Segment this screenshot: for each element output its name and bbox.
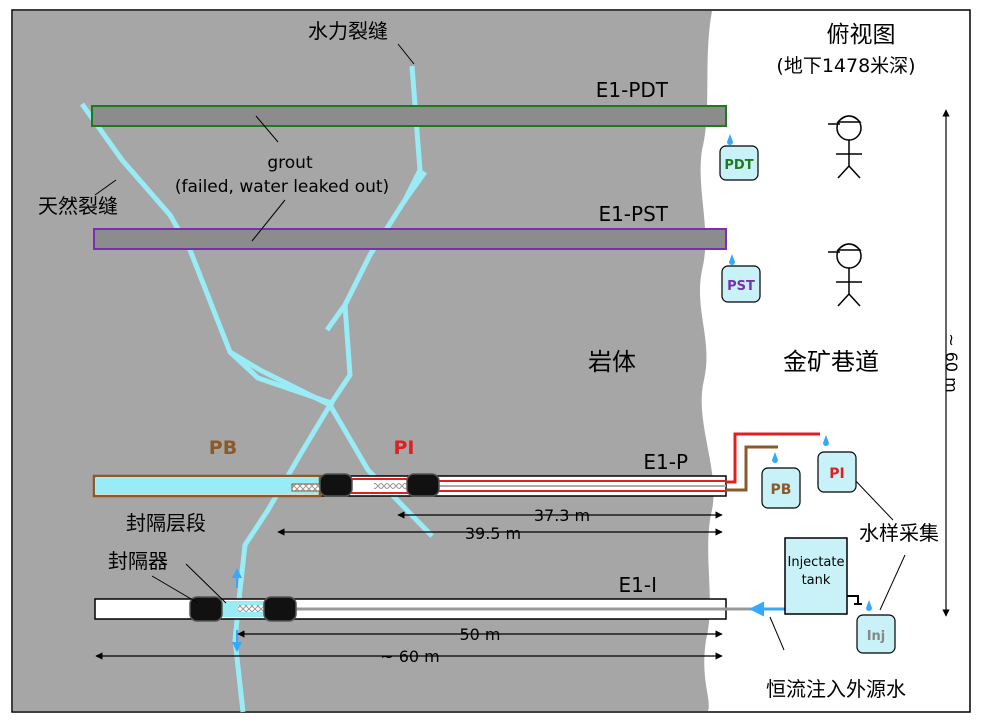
dim-60m-vertical: ~ 60 m	[942, 333, 961, 393]
interval-leader	[185, 563, 227, 604]
packer-leader	[151, 575, 199, 604]
borehole-label-pdt: E1-PDT	[596, 78, 669, 102]
dim-50m: 50 m	[459, 625, 500, 644]
sampling-leader-pi	[851, 476, 894, 521]
pi-screen	[374, 483, 406, 489]
pi-tubing	[726, 432, 820, 484]
grout-leader-top	[255, 115, 279, 143]
bottle-pst	[721, 254, 761, 303]
bottle-inj	[856, 600, 896, 654]
sampling-label: 水样采集	[859, 521, 939, 545]
bottle-label-pb: PB	[771, 482, 792, 498]
bottle-pdt	[719, 134, 759, 181]
hydraulic-fracture	[232, 65, 428, 713]
tank-label-line1: Injectate	[788, 555, 845, 570]
injection-screen	[238, 605, 266, 612]
borehole-e1-pst	[93, 228, 727, 250]
dim-60m-horizontal: ~ 60 m	[380, 647, 440, 666]
borehole-label-i: E1-I	[619, 573, 657, 597]
interval-label: 封隔层段	[126, 511, 206, 535]
injection-leader	[769, 616, 785, 651]
injectate-tank	[784, 537, 862, 615]
pi-label: PI	[394, 437, 415, 459]
borehole-e1-pdt	[91, 105, 727, 127]
pb-tubing	[726, 445, 778, 492]
natural-fracture-label: 天然裂缝	[38, 194, 118, 218]
borehole-e1-i	[94, 596, 727, 622]
borehole-label-pst: E1-PST	[598, 202, 668, 226]
packer-p-2	[406, 473, 440, 497]
injection-label: 恒流注入外源水	[766, 677, 906, 701]
dim-39-5m: 39.5 m	[465, 524, 521, 543]
packer-i-2	[263, 596, 297, 622]
packer-p-1	[319, 473, 353, 497]
borehole-e1-p	[92, 473, 727, 498]
rock-label: 岩体	[588, 348, 636, 376]
packer-label: 封隔器	[108, 549, 168, 573]
pb-screen	[291, 483, 323, 492]
subtitle-depth: (地下1478米深)	[776, 55, 915, 77]
sampling-leader-inj	[879, 554, 906, 611]
bottle-label-pi: PI	[829, 466, 844, 482]
hydraulic-fracture-label: 水力裂缝	[308, 19, 388, 43]
dim-37-3m: 37.3 m	[534, 506, 590, 525]
borehole-label-p: E1-P	[643, 450, 688, 474]
grout-leader-bottom	[251, 199, 286, 242]
worker-figure-1	[828, 115, 862, 179]
bottle-pi	[817, 435, 857, 493]
worker-figure-2	[828, 243, 862, 307]
bottle-label-pst: PST	[727, 279, 755, 294]
bottle-label-inj: Inj	[867, 629, 886, 644]
title: 俯视图	[827, 22, 896, 48]
tank-label-line2: tank	[802, 573, 831, 588]
grout-note: (failed, water leaked out)	[175, 177, 389, 197]
rock-body	[13, 11, 714, 711]
bottle-pb	[761, 452, 801, 509]
pb-label: PB	[209, 437, 237, 459]
grout-label: grout	[267, 153, 313, 173]
dimension-lines	[95, 109, 950, 660]
natural-fracture	[79, 102, 434, 538]
drift-label: 金矿巷道	[783, 348, 879, 376]
natural-fracture-leader	[94, 179, 117, 196]
hydraulic-fracture-leader	[397, 43, 415, 65]
bottle-label-pdt: PDT	[724, 158, 753, 173]
